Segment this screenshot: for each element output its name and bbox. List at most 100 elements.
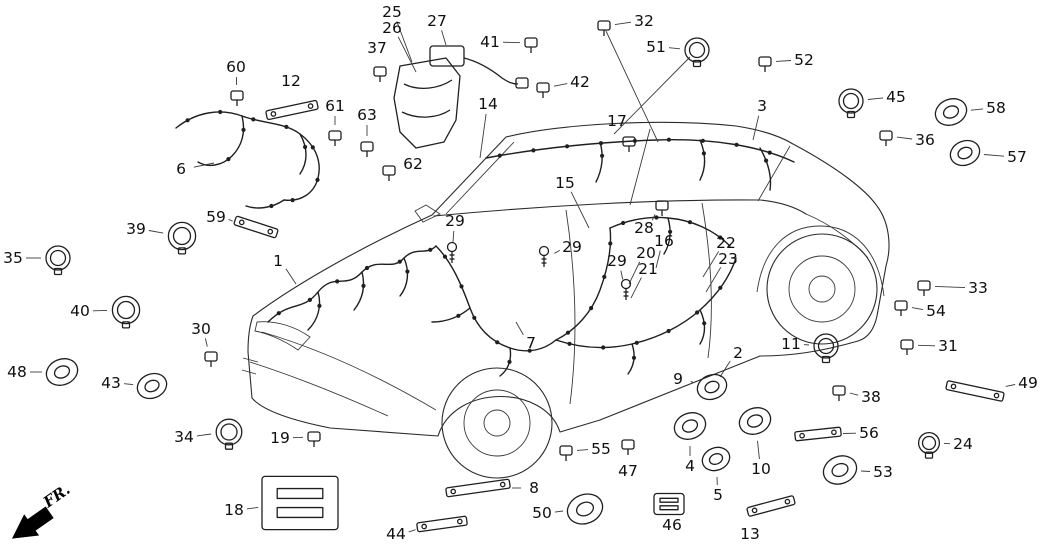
part-connector-icon	[653, 492, 685, 516]
harness-protector-cover	[393, 57, 461, 149]
harness-connector-dot	[405, 269, 410, 274]
harness-connector-dot	[495, 340, 500, 345]
leader-line-16	[655, 250, 661, 269]
part-clip-icon	[894, 300, 908, 316]
part-clip-icon	[536, 82, 550, 98]
callout-label-28: 28	[634, 219, 654, 237]
leader-line-27	[441, 30, 447, 46]
part-clip-icon	[382, 165, 396, 181]
grille-lines	[241, 357, 259, 375]
callout-label-55: 55	[591, 440, 611, 458]
b-pillar	[629, 128, 651, 206]
callout-label-11: 11	[781, 335, 801, 353]
front-door-cut	[565, 209, 576, 405]
callout-label-39: 39	[126, 220, 146, 238]
callout-label-45: 45	[886, 88, 906, 106]
leader-line-45	[867, 97, 884, 100]
leader-line-21	[630, 277, 642, 299]
harness-connector-dot	[276, 311, 281, 316]
harness-connector-dot	[251, 117, 256, 122]
leader-line-43	[123, 383, 134, 386]
part-grommet-icon	[136, 372, 168, 400]
car-wireframe	[175, 30, 890, 479]
harness-connector-dot	[185, 118, 190, 123]
harness-connector-dot	[269, 203, 274, 209]
callout-label-61: 61	[325, 97, 345, 115]
part-ring-icon	[215, 418, 243, 450]
headlight	[254, 321, 311, 351]
rear-window-edge	[757, 145, 791, 202]
harness-connector-dot	[364, 265, 370, 271]
callout-label-26: 26	[382, 19, 402, 37]
callout-label-32: 32	[634, 12, 654, 30]
harness-connector-dots	[185, 109, 772, 364]
part-clip-icon	[230, 90, 244, 106]
leader-line-29	[452, 230, 455, 243]
leader-line-39	[148, 230, 164, 234]
harness-connector-dot	[734, 142, 739, 147]
part-grommet-icon	[934, 98, 968, 126]
harness-connector-dot	[608, 241, 613, 246]
harness-connector-dot	[507, 359, 512, 364]
callout-label-35: 35	[3, 249, 23, 267]
floor-branch-1	[627, 343, 635, 375]
leader-line-9	[690, 380, 694, 384]
callout-label-37: 37	[367, 39, 387, 57]
part-clip-icon	[328, 130, 342, 146]
part-clip-icon	[900, 339, 914, 355]
harness-connector-dot	[764, 158, 769, 163]
callout-label-59: 59	[206, 208, 226, 226]
harness-connector-dot	[310, 145, 315, 150]
attach-line-51	[613, 56, 691, 135]
callout-label-1: 1	[273, 252, 283, 270]
callout-label-23: 23	[718, 250, 738, 268]
leader-line-31	[917, 344, 936, 347]
dash-branch-1	[431, 307, 471, 323]
dash-branch-2	[499, 347, 512, 377]
front-cabin-harness	[267, 245, 437, 323]
harness-connector-dot	[442, 254, 448, 259]
leader-line-29	[620, 270, 624, 280]
rear-wheel	[756, 225, 885, 345]
callout-label-12: 12	[281, 72, 301, 90]
leader-line-7	[515, 321, 524, 336]
part-bracket-icon	[945, 380, 1005, 402]
leader-line-3	[752, 115, 760, 141]
part-grommet-icon	[673, 412, 707, 440]
harness-connector-dot	[497, 153, 502, 158]
leader-line-23	[705, 267, 722, 293]
harness-connector-dot	[307, 297, 312, 302]
harness-connector-dot	[718, 285, 723, 290]
callout-label-17: 17	[607, 112, 627, 130]
part-bracket-icon	[746, 495, 796, 517]
sub-branch-3	[245, 199, 285, 209]
harness-connector-dot	[589, 306, 594, 311]
harness-connector-dot	[303, 144, 308, 150]
part-ring-icon	[684, 37, 710, 68]
part-bolt-icon	[446, 241, 458, 263]
harness-connector-dot	[695, 310, 700, 315]
bumper-line	[249, 361, 389, 417]
harness-connector-dot	[687, 220, 693, 225]
part-clip-icon	[597, 20, 611, 36]
harness-connector-dot	[718, 235, 723, 240]
part-clip-icon	[621, 439, 635, 455]
callout-label-24: 24	[953, 435, 973, 453]
leader-line-36	[896, 136, 913, 140]
part-ring-icon	[111, 295, 141, 329]
callout-label-25: 25	[382, 3, 402, 21]
callout-label-58: 58	[986, 99, 1006, 117]
harness-connector-dot	[654, 215, 659, 220]
callout-label-18: 18	[224, 501, 244, 519]
part-clip-icon	[204, 351, 218, 367]
leader-line-38	[849, 392, 859, 396]
leader-line-57	[983, 154, 1005, 157]
part-ring-icon	[838, 88, 864, 119]
harness-connector-dot	[218, 109, 223, 115]
harness-connector-dot	[459, 284, 464, 289]
callout-label-27: 27	[427, 12, 447, 30]
rear-branch-1	[663, 217, 671, 255]
leader-line-53	[860, 470, 871, 472]
